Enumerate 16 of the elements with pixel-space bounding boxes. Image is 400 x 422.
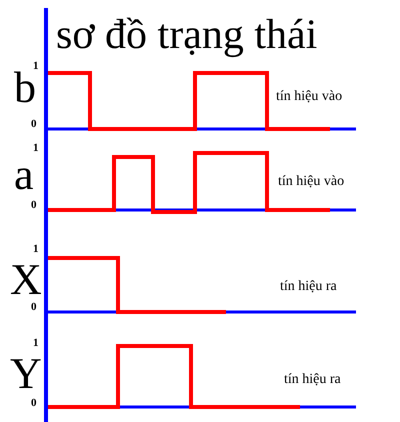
signal-description: tín hiệu vào — [276, 90, 342, 104]
level-tick-label: 0 — [31, 302, 36, 313]
level-tick-label: 0 — [31, 398, 36, 409]
level-tick-label: 1 — [33, 338, 38, 349]
signal-description: tín hiệu ra — [284, 373, 341, 387]
level-tick-label: 0 — [31, 200, 36, 211]
signal-name: a — [14, 153, 34, 197]
signal-name: Y — [10, 352, 42, 396]
level-tick-label: 0 — [31, 119, 36, 130]
signal-description: tín hiệu ra — [280, 280, 337, 294]
level-tick-label: 1 — [33, 61, 38, 72]
signal-name: X — [10, 258, 42, 302]
diagram-title: sơ đồ trạng thái — [56, 14, 318, 56]
level-tick-label: 1 — [33, 244, 38, 255]
level-tick-label: 1 — [33, 143, 38, 154]
signal-description: tín hiệu vào — [278, 175, 344, 189]
